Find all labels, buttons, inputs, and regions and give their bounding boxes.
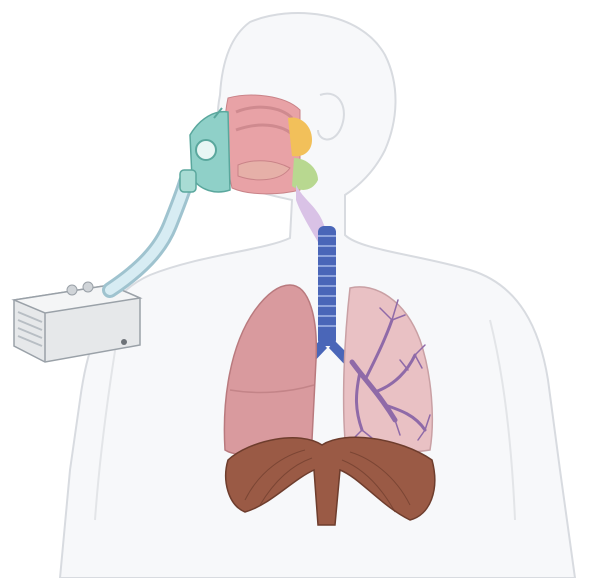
face-mask[interactable]	[180, 108, 230, 192]
nasal-cavity	[225, 95, 300, 194]
